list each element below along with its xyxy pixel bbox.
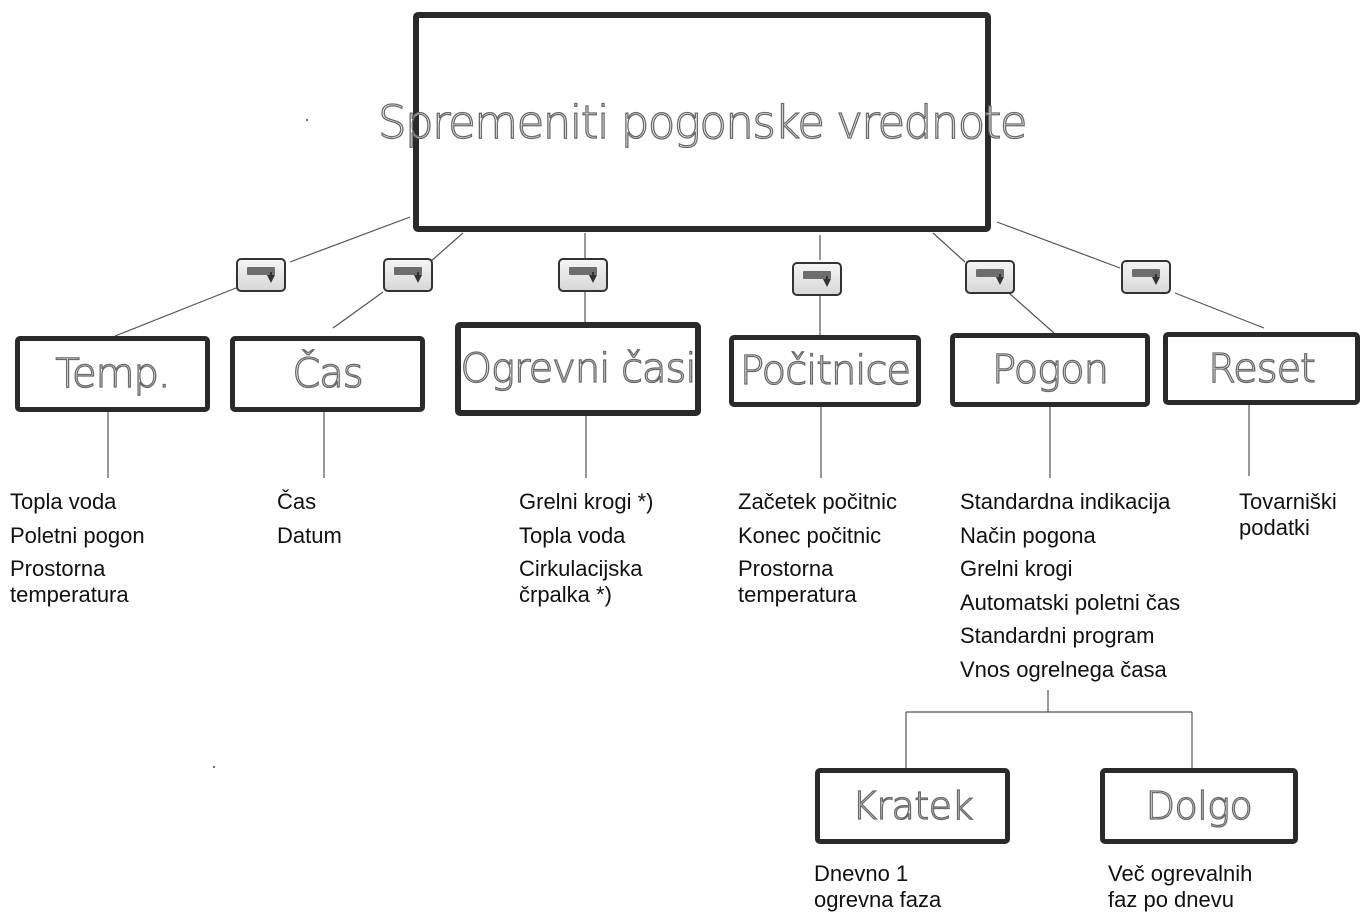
option-title-dolgo: Dolgo xyxy=(1145,783,1253,828)
item-list-kratek: Dnevno 1 ogrevna faza xyxy=(814,861,941,913)
list-item: Vnos ogrelnega časa xyxy=(960,656,1167,682)
item-list-pocitnice: Začetek počitnic Konec počitnic Prostorn… xyxy=(738,489,897,616)
list-item: Dnevno 1 ogrevna faza xyxy=(814,861,942,912)
menu-step-key-icon[interactable] xyxy=(1121,260,1171,294)
item-list-pogon: Standardna indikacija Način pogona Greln… xyxy=(960,489,1180,690)
category-title-reset: Reset xyxy=(1207,345,1316,392)
category-box-ogrevni-casi: Ogrevni časi xyxy=(455,322,701,416)
category-box-pocitnice: Počitnice xyxy=(729,335,921,407)
list-item: Začetek počitnic xyxy=(738,489,897,514)
category-title-pogon: Pogon xyxy=(991,346,1109,393)
category-title-temp: Temp. xyxy=(55,350,172,397)
option-box-dolgo: Dolgo xyxy=(1100,768,1298,844)
list-item: Tovarniški podatki xyxy=(1239,489,1337,540)
list-item: Čas xyxy=(277,489,317,514)
category-box-pogon: Pogon xyxy=(950,333,1150,407)
item-list-temp: Topla voda Poletni pogon Prostorna tempe… xyxy=(10,489,145,616)
list-item: Več ogrevalnih faz po dnevu xyxy=(1108,861,1253,912)
list-item: Topla voda xyxy=(10,489,117,514)
list-item: Konec počitnic xyxy=(738,522,882,548)
list-item: Topla voda xyxy=(519,522,626,548)
list-item: Datum xyxy=(277,522,342,548)
item-list-ogrevni-casi: Grelni krogi *) Topla voda Cirkulacijska… xyxy=(519,489,653,616)
list-item: Cirkulacijska črpalka *) xyxy=(519,556,643,607)
list-item: Prostorna temperatura xyxy=(10,556,129,607)
menu-step-key-icon[interactable] xyxy=(236,258,286,292)
item-list-dolgo: Več ogrevalnih faz po dnevu xyxy=(1108,861,1252,913)
option-box-kratek: Kratek xyxy=(815,768,1010,844)
list-item: Prostorna temperatura xyxy=(738,556,857,607)
list-item: Standardna indikacija xyxy=(960,489,1171,514)
category-title-pocitnice: Počitnice xyxy=(739,347,911,394)
list-item: Standardni program xyxy=(960,623,1155,648)
list-item: Grelni krogi xyxy=(960,556,1073,581)
category-title-cas: Čas xyxy=(292,350,365,397)
menu-step-key-icon[interactable] xyxy=(558,258,608,292)
speck xyxy=(306,119,308,121)
list-item: Grelni krogi *) xyxy=(519,489,654,514)
menu-step-key-icon[interactable] xyxy=(965,260,1015,294)
list-item: Poletni pogon xyxy=(10,522,145,548)
option-title-kratek: Kratek xyxy=(851,783,974,828)
category-title-ogrevni-casi: Ogrevni časi xyxy=(460,345,697,392)
main-title-box: Spremeniti pogonske vrednote xyxy=(377,12,1028,232)
category-box-cas: Čas xyxy=(230,336,425,412)
menu-step-key-icon[interactable] xyxy=(792,262,842,296)
list-item: Način pogona xyxy=(960,522,1096,548)
item-list-reset: Tovarniški podatki xyxy=(1239,489,1337,549)
category-box-reset: Reset xyxy=(1163,332,1360,405)
menu-step-key-icon[interactable] xyxy=(383,258,433,292)
main-title: Spremeniti pogonske vrednote xyxy=(377,95,1028,149)
item-list-cas: Čas Datum xyxy=(277,489,342,556)
list-item: Automatski poletni čas xyxy=(960,589,1181,615)
speck xyxy=(213,766,215,768)
category-box-temp: Temp. xyxy=(15,336,210,412)
